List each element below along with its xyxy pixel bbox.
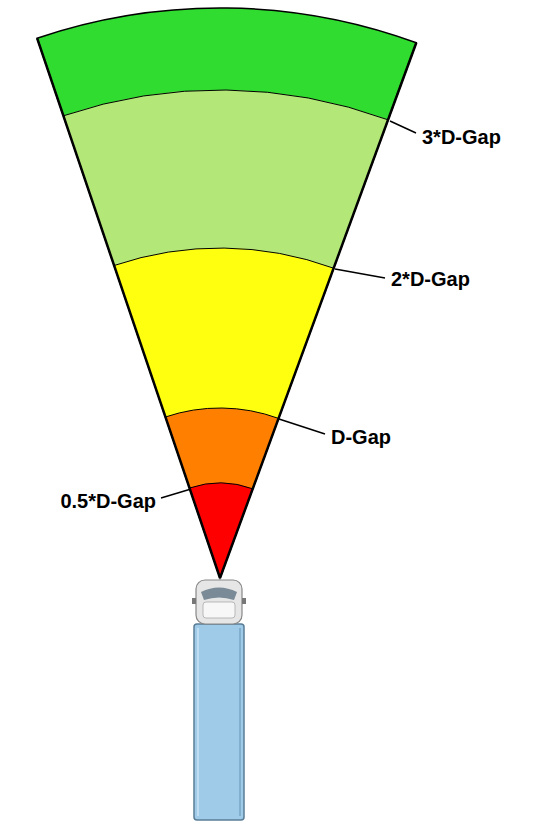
truck xyxy=(192,580,246,820)
zone-label: 2*D-Gap xyxy=(389,267,472,291)
trailer xyxy=(194,624,244,820)
zone-label: 0.5*D-Gap xyxy=(58,489,158,513)
zone-label: D-Gap xyxy=(329,425,393,449)
leader-line xyxy=(279,419,325,434)
truck-cab xyxy=(196,580,242,624)
zone-half-gap xyxy=(190,483,253,578)
sector-edge xyxy=(37,38,220,578)
zone-far xyxy=(37,8,416,578)
windshield xyxy=(201,588,237,601)
leader-line xyxy=(390,121,416,133)
leader-line xyxy=(161,489,191,498)
zone-gap xyxy=(165,408,278,578)
zone-label: 3*D-Gap xyxy=(420,125,503,149)
zone-2gap xyxy=(114,248,334,578)
sector-edge xyxy=(220,43,416,578)
leader-line xyxy=(335,269,385,278)
